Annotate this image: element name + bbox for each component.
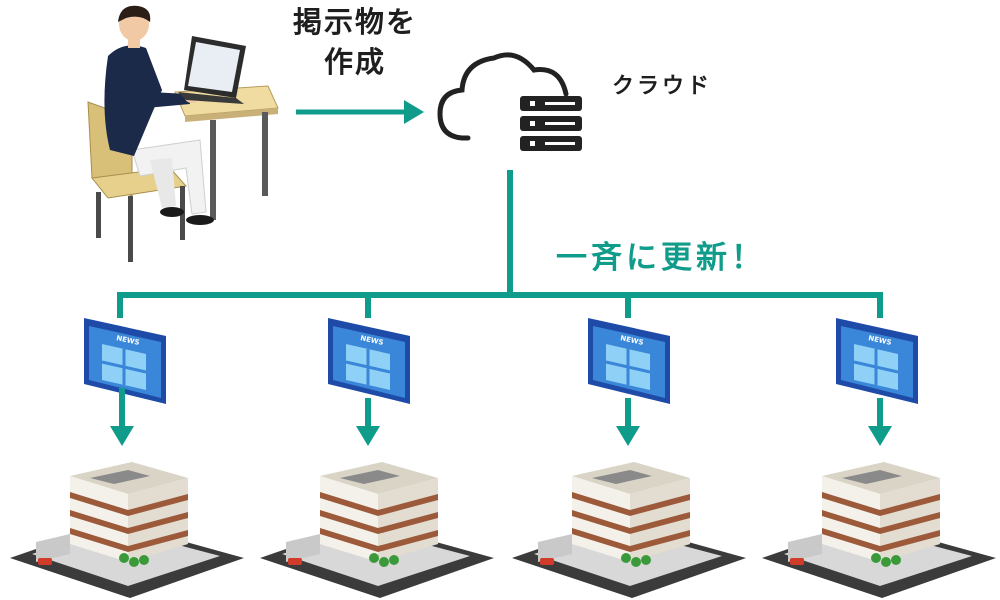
person-arm	[126, 62, 190, 108]
person-at-laptop	[87, 5, 279, 262]
signage-display: NEWS	[84, 318, 166, 404]
signage-display: NEWS	[328, 318, 410, 404]
person-head	[118, 5, 151, 48]
display-to-building-arrows	[110, 388, 892, 446]
building	[762, 462, 996, 598]
building	[512, 462, 746, 598]
signage-display: NEWS	[588, 318, 670, 404]
bulk-update-label: 一斉に更新！	[556, 240, 766, 276]
author-to-cloud-arrowhead	[404, 100, 424, 124]
person-legs	[131, 139, 214, 225]
cloud-server-icon	[437, 52, 582, 151]
create-post-label: 掲示物を 作成	[292, 5, 417, 79]
signage-display: NEWS	[836, 318, 918, 404]
person-torso	[104, 45, 162, 157]
building	[10, 462, 244, 598]
cloud-label: クラウド	[612, 74, 713, 99]
laptop-icon	[178, 36, 246, 104]
server-stack-icon	[520, 96, 582, 151]
distribution-lines	[117, 170, 883, 318]
building	[260, 462, 494, 598]
